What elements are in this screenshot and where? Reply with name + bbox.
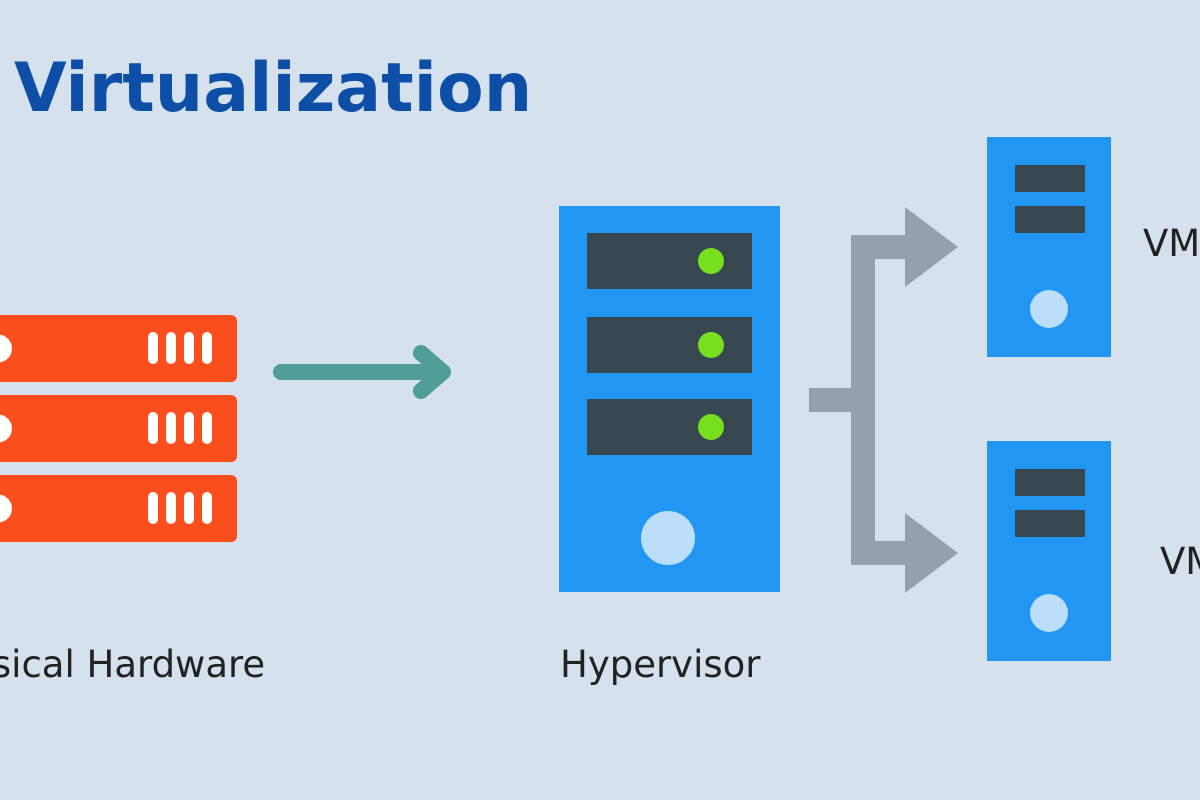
vm1-label: VM (1143, 222, 1200, 265)
status-led-icon (698, 414, 724, 440)
power-button-icon (1030, 594, 1068, 632)
drive-slot (587, 233, 752, 289)
physical-hardware-label: ysical Hardware (0, 643, 266, 686)
arrow-hardware-to-hypervisor (273, 345, 451, 399)
vm2-label: VM (1160, 540, 1200, 583)
diagram-title: Virtualization (14, 49, 533, 128)
rack-unit-3 (0, 475, 237, 542)
drive-slot (587, 317, 752, 373)
server-rack-icon (0, 315, 237, 542)
computer-tower-icon (987, 137, 1111, 357)
power-button-icon (641, 511, 695, 565)
rack-unit-1 (0, 315, 237, 382)
hypervisor-label: Hypervisor (560, 643, 761, 686)
rack-unit-2 (0, 395, 237, 462)
computer-tower-icon (987, 441, 1111, 661)
drive-slot (587, 399, 752, 455)
server-tower-icon (559, 206, 780, 592)
status-led-icon (698, 332, 724, 358)
branch-arrows (809, 207, 958, 593)
status-led-icon (698, 248, 724, 274)
power-button-icon (1030, 290, 1068, 328)
